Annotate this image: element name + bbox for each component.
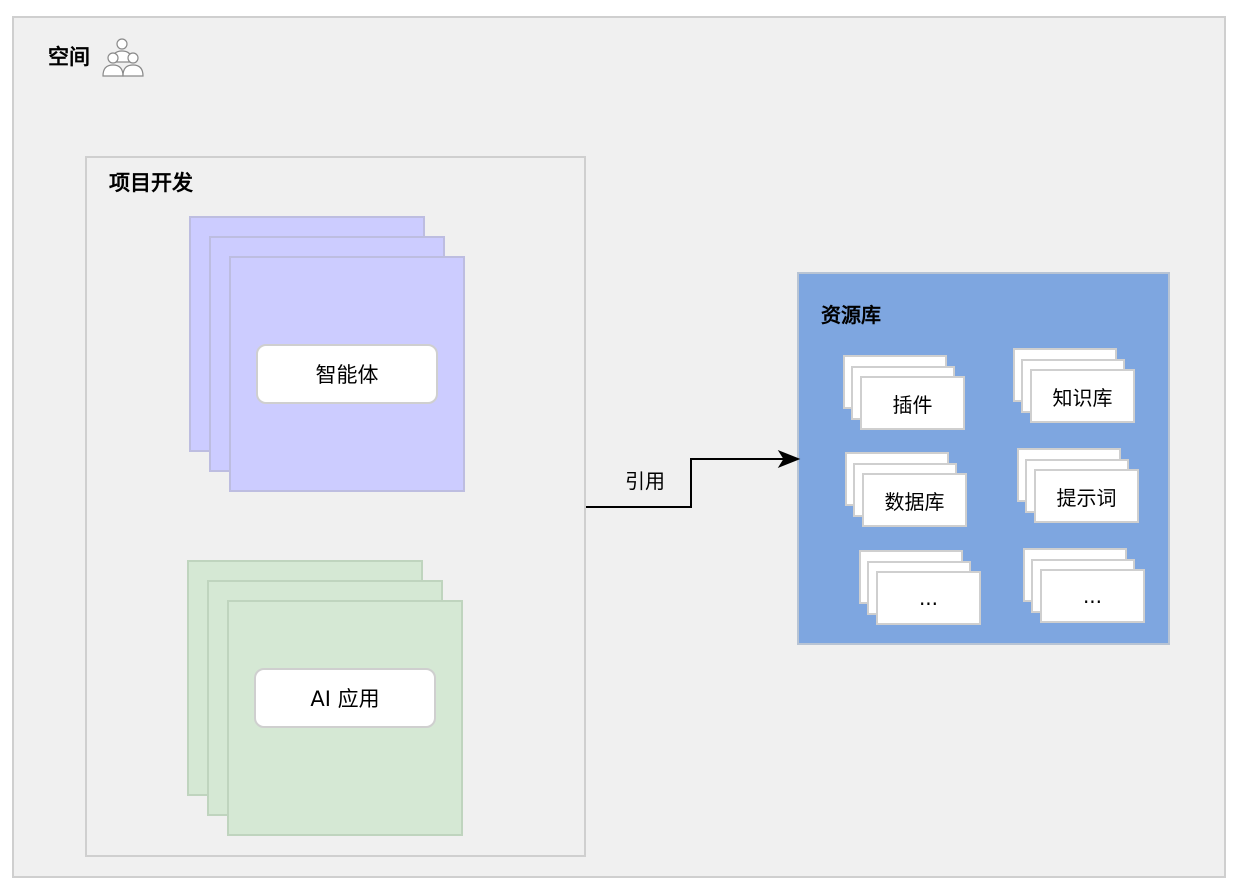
database-card-front: 数据库	[862, 473, 967, 527]
more-card-2-front: ...	[1040, 569, 1145, 623]
knowledge-card-front: 知识库	[1030, 369, 1135, 423]
reference-label: 引用	[625, 469, 665, 493]
plugin-card-front: 插件	[860, 376, 965, 430]
prompt-card-front: 提示词	[1034, 469, 1139, 523]
more-card-1-front: ...	[876, 571, 981, 625]
app-label-box: AI 应用	[254, 668, 436, 728]
more-label-2: ...	[1082, 584, 1103, 608]
agent-label-box: 智能体	[256, 344, 438, 404]
database-label: 数据库	[884, 489, 945, 514]
app-label: AI 应用	[310, 687, 380, 711]
people-group-icon	[102, 38, 144, 77]
knowledge-label: 知识库	[1052, 385, 1113, 410]
reference-arrow-head	[777, 449, 801, 469]
plugin-label: 插件	[892, 392, 933, 417]
space-title: 空间	[48, 45, 90, 69]
prompt-label: 提示词	[1056, 485, 1117, 510]
resource-library-title: 资源库	[821, 303, 881, 327]
reference-arrow-line	[586, 458, 786, 508]
project-title: 项目开发	[109, 171, 193, 195]
more-label-1: ...	[918, 586, 939, 610]
agent-label: 智能体	[315, 363, 379, 387]
